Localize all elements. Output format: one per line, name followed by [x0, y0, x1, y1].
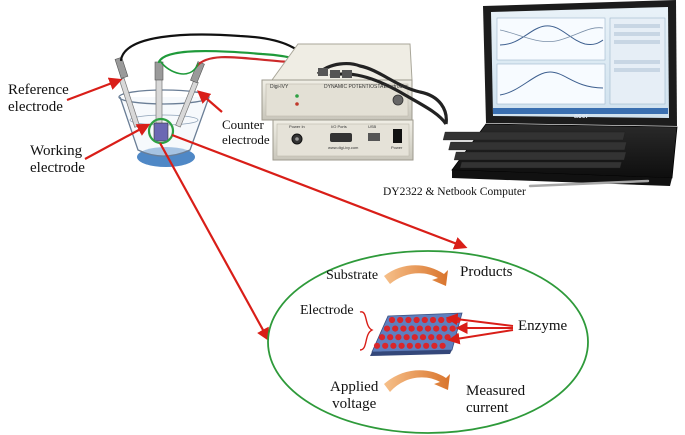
enzyme-dot: [439, 342, 446, 349]
netbook-computer: [442, 0, 678, 188]
enzyme-dot: [424, 325, 432, 332]
enzyme-dot: [392, 325, 399, 332]
reference-arrow: [66, 77, 123, 102]
counter-arrow: [197, 90, 223, 113]
enzyme-dot: [431, 342, 438, 349]
rear-port-power-in: Power In: [289, 124, 305, 129]
potentiostat-electrodes-port: Electrodes: [384, 84, 408, 90]
enzyme-dot: [387, 334, 394, 341]
enzyme-dot: [416, 325, 423, 332]
enzyme-dot: [441, 325, 448, 332]
enzyme-dot: [423, 342, 430, 349]
enzyme-dot: [383, 325, 391, 332]
electrode-label: Electrode: [300, 303, 354, 318]
enzyme-dot: [382, 342, 389, 349]
electrode-connector: [392, 94, 404, 106]
potentiostat-title: DYNAMIC POTENTIOSTAT: [324, 84, 387, 90]
electrode-pointer: [359, 311, 374, 351]
rear-port-io: I/O Ports: [331, 124, 347, 129]
working-label-line1: Working: [30, 143, 83, 159]
counter-electrode-label: Counter electrode: [222, 117, 270, 148]
electrode-plate: [370, 312, 463, 356]
enzyme-dot: [411, 334, 418, 341]
enzyme-dot: [395, 334, 402, 341]
enzyme-dot: [388, 316, 396, 324]
enzyme-dot: [414, 342, 422, 349]
reference-label-line2: electrode: [8, 99, 63, 116]
zoom-arrow-to-ellipse: [171, 133, 468, 250]
enzyme-dot: [378, 334, 386, 341]
enzyme-dot: [429, 316, 437, 324]
enzyme-dot: [428, 334, 435, 341]
applied-label-line1: Applied: [330, 379, 379, 395]
enzyme-dot: [406, 342, 413, 349]
products-label: Products: [460, 264, 513, 280]
working-electrode-label: Working electrode: [30, 143, 85, 178]
enzyme-dot: [403, 334, 410, 341]
enzyme-dot: [398, 342, 405, 349]
enzyme-dot: [438, 316, 445, 324]
enzyme-dot: [397, 316, 404, 324]
pointer-arrows: [66, 77, 468, 342]
potentiostat: [261, 43, 448, 161]
substrate-label: Substrate: [326, 268, 379, 283]
rear-port-usb: USB: [368, 124, 377, 129]
enzyme-dot: [400, 325, 407, 332]
zoom-arrow-to-ellipse-2: [159, 142, 270, 342]
rear-port-power: Power: [391, 145, 403, 150]
electrochemical-cell: [114, 56, 210, 167]
measured-label-line2: current: [466, 400, 509, 417]
applied-label-line2: voltage: [332, 396, 377, 413]
applied-voltage-label: Applied voltage: [330, 379, 378, 414]
working-label-line2: electrode: [30, 160, 85, 177]
working-arrow: [84, 123, 151, 160]
enzyme-dot: [436, 334, 443, 341]
counter-label-line1: Counter: [222, 117, 264, 132]
enzyme-dot: [433, 325, 440, 332]
reference-label-line1: Reference: [8, 82, 69, 98]
enzyme-dot: [419, 334, 427, 341]
enzyme-dot: [408, 325, 415, 332]
reference-electrode-label: Reference electrode: [8, 82, 69, 117]
enzyme-dot: [390, 342, 397, 349]
substrate-to-products-arrow: [384, 265, 448, 286]
enzyme-arrows: [445, 313, 514, 345]
enzyme-dot: [373, 342, 381, 349]
enzyme-dot: [449, 325, 456, 332]
potentiostat-website: www.digi-ivy.com: [328, 145, 359, 150]
enzyme-label: Enzyme: [518, 318, 568, 334]
laptop-brand-logo: acer: [574, 113, 589, 120]
enzyme-dot: [421, 316, 428, 324]
enzyme-dot: [405, 316, 412, 324]
counter-label-line2: electrode: [222, 131, 270, 147]
potentiostat-brand: Digi-IVY: [270, 84, 289, 90]
enzyme-dot: [444, 334, 451, 341]
measured-current-label: Measured current: [466, 383, 525, 418]
enzyme-dot: [413, 316, 420, 324]
device-caption: DY2322 & Netbook Computer: [383, 186, 526, 198]
voltage-to-current-arrow: [384, 370, 450, 392]
measured-label-line1: Measured: [466, 383, 526, 399]
